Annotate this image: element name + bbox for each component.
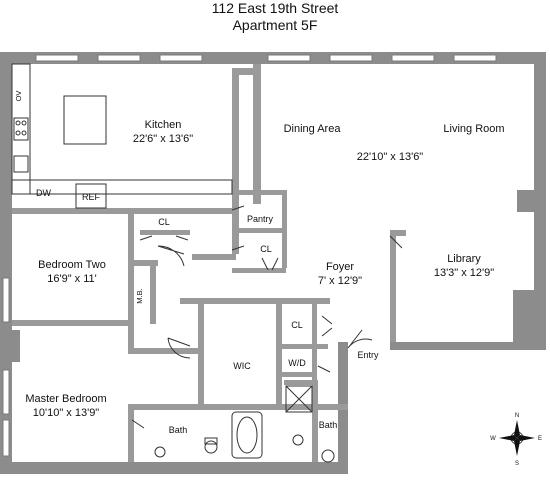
room-labels: Kitchen 22'6" x 13'6" Dining Area Living… <box>25 119 504 419</box>
kitchen-island <box>63 95 107 145</box>
shower-stall <box>285 385 313 413</box>
shower-top <box>284 380 316 385</box>
oven-label: OV <box>14 91 23 102</box>
compass-w: W <box>490 436 496 442</box>
bath-top <box>128 404 348 410</box>
library-west <box>390 230 396 342</box>
dw-label: DW <box>36 188 51 198</box>
cl-bedroom-top <box>140 230 190 235</box>
bath-label-second: Bath <box>319 420 338 430</box>
west-windows <box>2 277 10 457</box>
kitchen-fixtures <box>11 63 233 209</box>
compass-e: E <box>538 436 542 442</box>
sink-second <box>292 434 304 446</box>
dining-column <box>253 64 261 204</box>
closet-label-pantry: CL <box>260 244 272 254</box>
bedroom-two-name: Bedroom Two <box>38 259 106 271</box>
master-size: 10'10" x 13'9" <box>33 407 100 419</box>
wic-east <box>276 298 282 410</box>
foyer-size: 7' x 12'9" <box>318 275 362 287</box>
wd-bottom <box>276 372 316 377</box>
kitchen-base-counter <box>11 179 233 195</box>
unit-heading: Apartment 5F <box>232 17 318 33</box>
cl-foyer-bottom <box>276 344 328 349</box>
wic-top <box>180 298 330 304</box>
dining-name: Dining Area <box>284 123 342 135</box>
mb-label: M.B. <box>135 288 144 303</box>
library-top <box>390 230 406 236</box>
bedroom-two-south-wall <box>12 320 132 326</box>
living-name: Living Room <box>443 123 504 135</box>
bedroom-two-east-wall <box>128 214 134 354</box>
library-south-wall <box>390 342 546 350</box>
wic-label: WIC <box>233 361 251 371</box>
address-heading: 112 East 19th Street <box>211 0 339 16</box>
mb-side <box>150 260 156 324</box>
south-wall <box>0 462 345 474</box>
kitchen-size: 22'6" x 13'6" <box>133 133 193 145</box>
cooktop <box>13 117 29 141</box>
pantry-label: Pantry <box>247 214 274 224</box>
pantry-bottom <box>232 228 286 233</box>
kitchen-sink <box>13 155 29 173</box>
bath-label-master: Bath <box>169 425 188 435</box>
mb-top <box>128 260 158 266</box>
compass-n: N <box>515 413 519 419</box>
cl-bottom <box>232 268 286 273</box>
wd-label: W/D <box>288 358 306 368</box>
entry-label: Entry <box>357 350 379 360</box>
sink-master <box>154 446 166 458</box>
kitchen-east-wall <box>232 68 239 254</box>
living-size: 22'10" x 13'6" <box>357 151 424 163</box>
foyer-name: Foyer <box>326 261 354 273</box>
kitchen-name: Kitchen <box>145 119 182 131</box>
fixture-labels: Pantry CL CL CL WIC W/D Bath Bath Entry … <box>14 91 379 435</box>
door-swings <box>131 205 403 429</box>
master-name: Master Bedroom <box>25 393 106 405</box>
compass-rose: N S E W <box>490 413 542 467</box>
library-name: Library <box>447 253 481 265</box>
bath-fixtures <box>154 385 335 463</box>
north-windows <box>35 54 497 62</box>
pantry-top <box>232 190 286 195</box>
closet-label-foyer: CL <box>291 320 303 330</box>
east-column <box>517 190 534 212</box>
compass-s: S <box>515 461 519 467</box>
hall-south <box>128 348 204 354</box>
interior-walls <box>12 64 406 462</box>
plan-title: 112 East 19th Street Apartment 5F <box>0 0 550 34</box>
east-pier <box>513 290 546 342</box>
ref-label: REF <box>82 192 101 202</box>
library-size: 13'3" x 12'9" <box>434 267 494 279</box>
hall-wall-1 <box>192 254 236 260</box>
kitchen-counter <box>11 63 31 195</box>
toilet-second <box>321 449 335 463</box>
closet-label-bedroom: CL <box>158 217 170 227</box>
column-cap <box>232 68 256 75</box>
bedroom-two-size: 16'9" x 11' <box>47 273 97 285</box>
kitchen-south-wall <box>12 208 232 214</box>
toilet-master <box>204 440 218 454</box>
wd-east <box>312 304 317 404</box>
bathtub <box>231 411 263 459</box>
east-wall <box>534 52 546 342</box>
west-pier <box>8 330 20 362</box>
refrigerator <box>75 183 107 209</box>
bath2-west <box>312 380 318 462</box>
west-wall <box>0 52 12 474</box>
bath-west <box>128 404 134 462</box>
